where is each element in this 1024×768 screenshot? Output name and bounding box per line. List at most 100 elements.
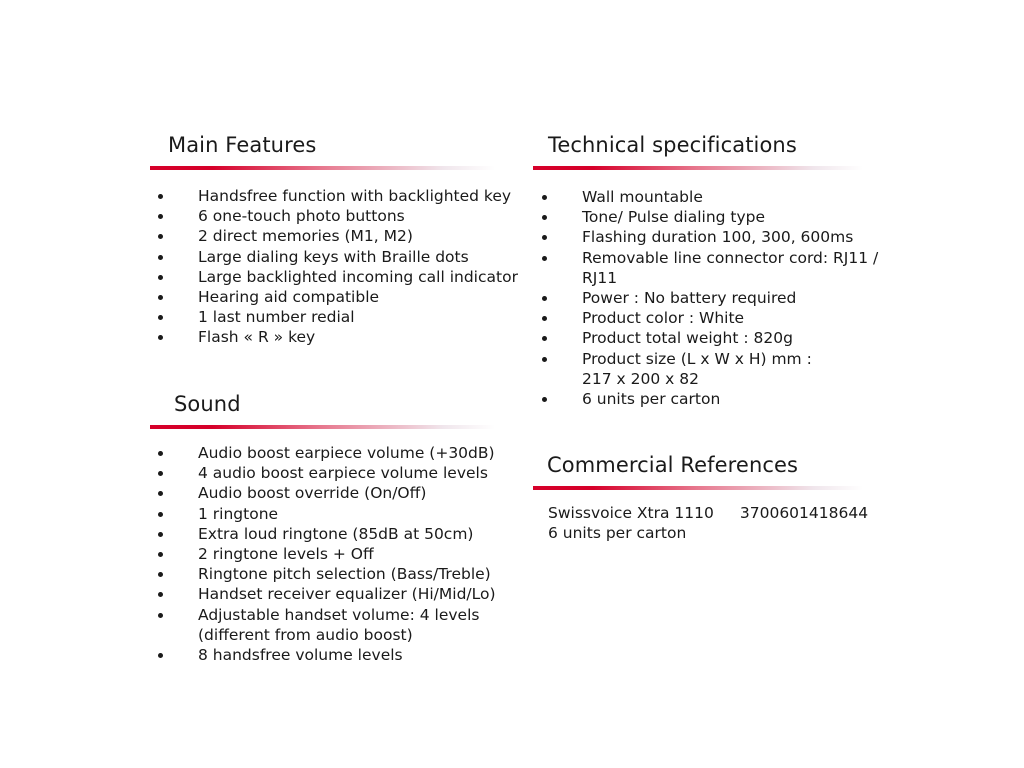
main-feature-item-text: Large backlighted incoming call indicato…	[198, 267, 518, 286]
main-feature-item-text: 2 direct memories (M1, M2)	[198, 227, 413, 246]
main-feature-item: 6 one-touch photo buttons	[158, 206, 495, 226]
bullet-dot-icon	[158, 552, 163, 558]
bullet-dot-icon	[158, 653, 163, 659]
main-feature-item: Large dialing keys with Braille dots	[158, 247, 495, 267]
technical-spec-item-text: Product total weight : 820g	[582, 329, 793, 348]
main-features-list: Handsfree function with backlighted key 6…	[158, 186, 518, 348]
bullet-dot-icon	[158, 254, 163, 260]
technical-spec-item-text: Removable line connector cord: RJ11 /	[582, 248, 879, 267]
main-feature-item-text: 6 one-touch photo buttons	[198, 207, 405, 226]
main-features-section: Main Features Handsfree function with ba…	[150, 132, 518, 348]
technical-spec-item: Product size (L x W x H) mm :	[542, 349, 863, 369]
technical-spec-item-text: Power : No battery required	[582, 289, 797, 308]
main-feature-item-text: Handsfree function with backlighted key	[198, 187, 512, 205]
technical-spec-item: Power : No battery required	[542, 288, 863, 308]
main-feature-item-text: Flash « R » key	[198, 328, 316, 347]
technical-spec-item: 217 x 200 x 82	[542, 369, 863, 389]
technical-spec-item: Flashing duration 100, 300, 600ms	[542, 227, 863, 247]
bullet-dot-icon	[158, 572, 163, 578]
commercial-reference-product-name: Swissvoice Xtra 1110	[548, 504, 714, 522]
sound-item-text: Ringtone pitch selection (Bass/Treble)	[198, 565, 491, 584]
bullet-dot-icon	[158, 612, 163, 618]
technical-spec-item-text: Tone/ Pulse dialing type	[582, 208, 766, 227]
bullet-dot-icon	[542, 397, 547, 403]
commercial-references-section: Commercial References Swissvoice Xtra 11…	[533, 452, 868, 543]
bullet-dot-icon	[158, 511, 163, 517]
bullet-dot-icon	[542, 235, 547, 241]
sound-item: 1 ringtone	[158, 504, 495, 524]
technical-spec-item: Tone/ Pulse dialing type	[542, 207, 863, 227]
sound-item: Extra loud ringtone (85dB at 50cm)	[158, 524, 495, 544]
sound-item-text: 2 ringtone levels + Off	[198, 545, 374, 564]
main-feature-item-text: Large dialing keys with Braille dots	[198, 247, 469, 266]
bullet-dot-icon	[158, 335, 163, 341]
commercial-reference-carton: 6 units per carton	[548, 524, 687, 543]
technical-spec-item: Wall mountable	[542, 187, 863, 207]
commercial-reference-product-line: Swissvoice Xtra 1110 3700601418644	[548, 503, 868, 523]
sound-item-text: Audio boost earpiece volume (+30dB)	[198, 444, 495, 462]
technical-spec-item-text: Product color : White	[582, 309, 745, 328]
technical-spec-item-text: Flashing duration 100, 300, 600ms	[582, 228, 854, 247]
bullet-dot-icon	[542, 316, 547, 322]
bullet-dot-icon	[158, 315, 163, 321]
sound-item: 2 ringtone levels + Off	[158, 544, 495, 564]
technical-spec-item-text: RJ11	[582, 268, 618, 287]
main-feature-item: 2 direct memories (M1, M2)	[158, 226, 495, 246]
sound-item-text: Adjustable handset volume: 4 levels	[198, 605, 480, 624]
sound-item-text: 8 handsfree volume levels	[198, 646, 403, 665]
sound-item: Audio boost override (On/Off)	[158, 483, 495, 503]
technical-spec-item-text: Product size (L x W x H) mm :	[582, 349, 812, 368]
bullet-dot-icon	[158, 214, 163, 220]
bullet-dot-icon	[158, 491, 163, 497]
commercial-references-body: Swissvoice Xtra 1110 3700601418644 6 unit…	[533, 503, 868, 543]
technical-spec-item: Removable line connector cord: RJ11 /	[542, 248, 878, 268]
sound-item: Adjustable handset volume: 4 levels	[158, 605, 495, 625]
bullet-dot-icon	[542, 215, 547, 221]
bullet-dot-icon	[542, 255, 547, 261]
technical-spec-item: Product total weight : 820g	[542, 328, 863, 348]
main-feature-item: Handsfree function with backlighted key	[158, 186, 511, 206]
bullet-dot-icon	[158, 451, 163, 456]
sound-title: Sound	[174, 392, 241, 416]
commercial-references-title-rule	[533, 486, 863, 490]
bullet-dot-icon	[158, 274, 163, 280]
bullet-dot-icon	[158, 592, 163, 598]
commercial-reference-product-code: 3700601418644	[739, 504, 869, 522]
bullet-dot-icon	[542, 195, 547, 200]
bullet-dot-icon	[158, 531, 163, 537]
commercial-references-title: Commercial References	[547, 453, 799, 477]
sound-item-text: Audio boost override (On/Off)	[198, 484, 427, 503]
sound-item-text: Handset receiver equalizer (Hi/Mid/Lo)	[198, 585, 496, 604]
technical-spec-item-text: 217 x 200 x 82	[582, 369, 699, 388]
technical-spec-item: RJ11	[542, 268, 863, 288]
sound-item-text: Extra loud ringtone (85dB at 50cm)	[198, 524, 474, 543]
sound-item: 8 handsfree volume levels	[158, 645, 495, 665]
technical-spec-item-text: Wall mountable	[582, 188, 703, 206]
main-feature-item: 1 last number redial	[158, 307, 495, 327]
main-feature-item: Flash « R » key	[158, 327, 495, 347]
technical-spec-item: 6 units per carton	[542, 389, 863, 409]
sound-list: Audio boost earpiece volume (+30dB) 4 aud…	[158, 443, 496, 665]
bullet-dot-icon	[158, 471, 163, 477]
bullet-dot-icon	[542, 336, 547, 342]
sound-item: Handset receiver equalizer (Hi/Mid/Lo)	[158, 584, 496, 604]
main-feature-item: Hearing aid compatible	[158, 287, 495, 307]
sound-item-text: 4 audio boost earpiece volume levels	[198, 464, 488, 483]
technical-spec-item: Product color : White	[542, 308, 863, 328]
sound-item: Audio boost earpiece volume (+30dB)	[158, 443, 495, 463]
bullet-dot-icon	[542, 296, 547, 302]
technical-specifications-title: Technical specifications	[548, 133, 797, 157]
sound-item: 4 audio boost earpiece volume levels	[158, 463, 495, 483]
sound-item: (different from audio boost)	[158, 625, 495, 645]
main-feature-item-text: 1 last number redial	[198, 308, 355, 327]
sound-item-text: 1 ringtone	[198, 504, 279, 523]
sound-section: Sound Audio boost earpiece volume (+30dB…	[150, 391, 496, 665]
main-feature-item: Large backlighted incoming call indicato…	[158, 267, 518, 287]
bullet-dot-icon	[542, 356, 547, 362]
sound-item: Ringtone pitch selection (Bass/Treble)	[158, 564, 495, 584]
technical-specifications-title-rule	[533, 166, 863, 170]
main-features-title-rule	[150, 166, 495, 170]
bullet-dot-icon	[158, 194, 163, 199]
